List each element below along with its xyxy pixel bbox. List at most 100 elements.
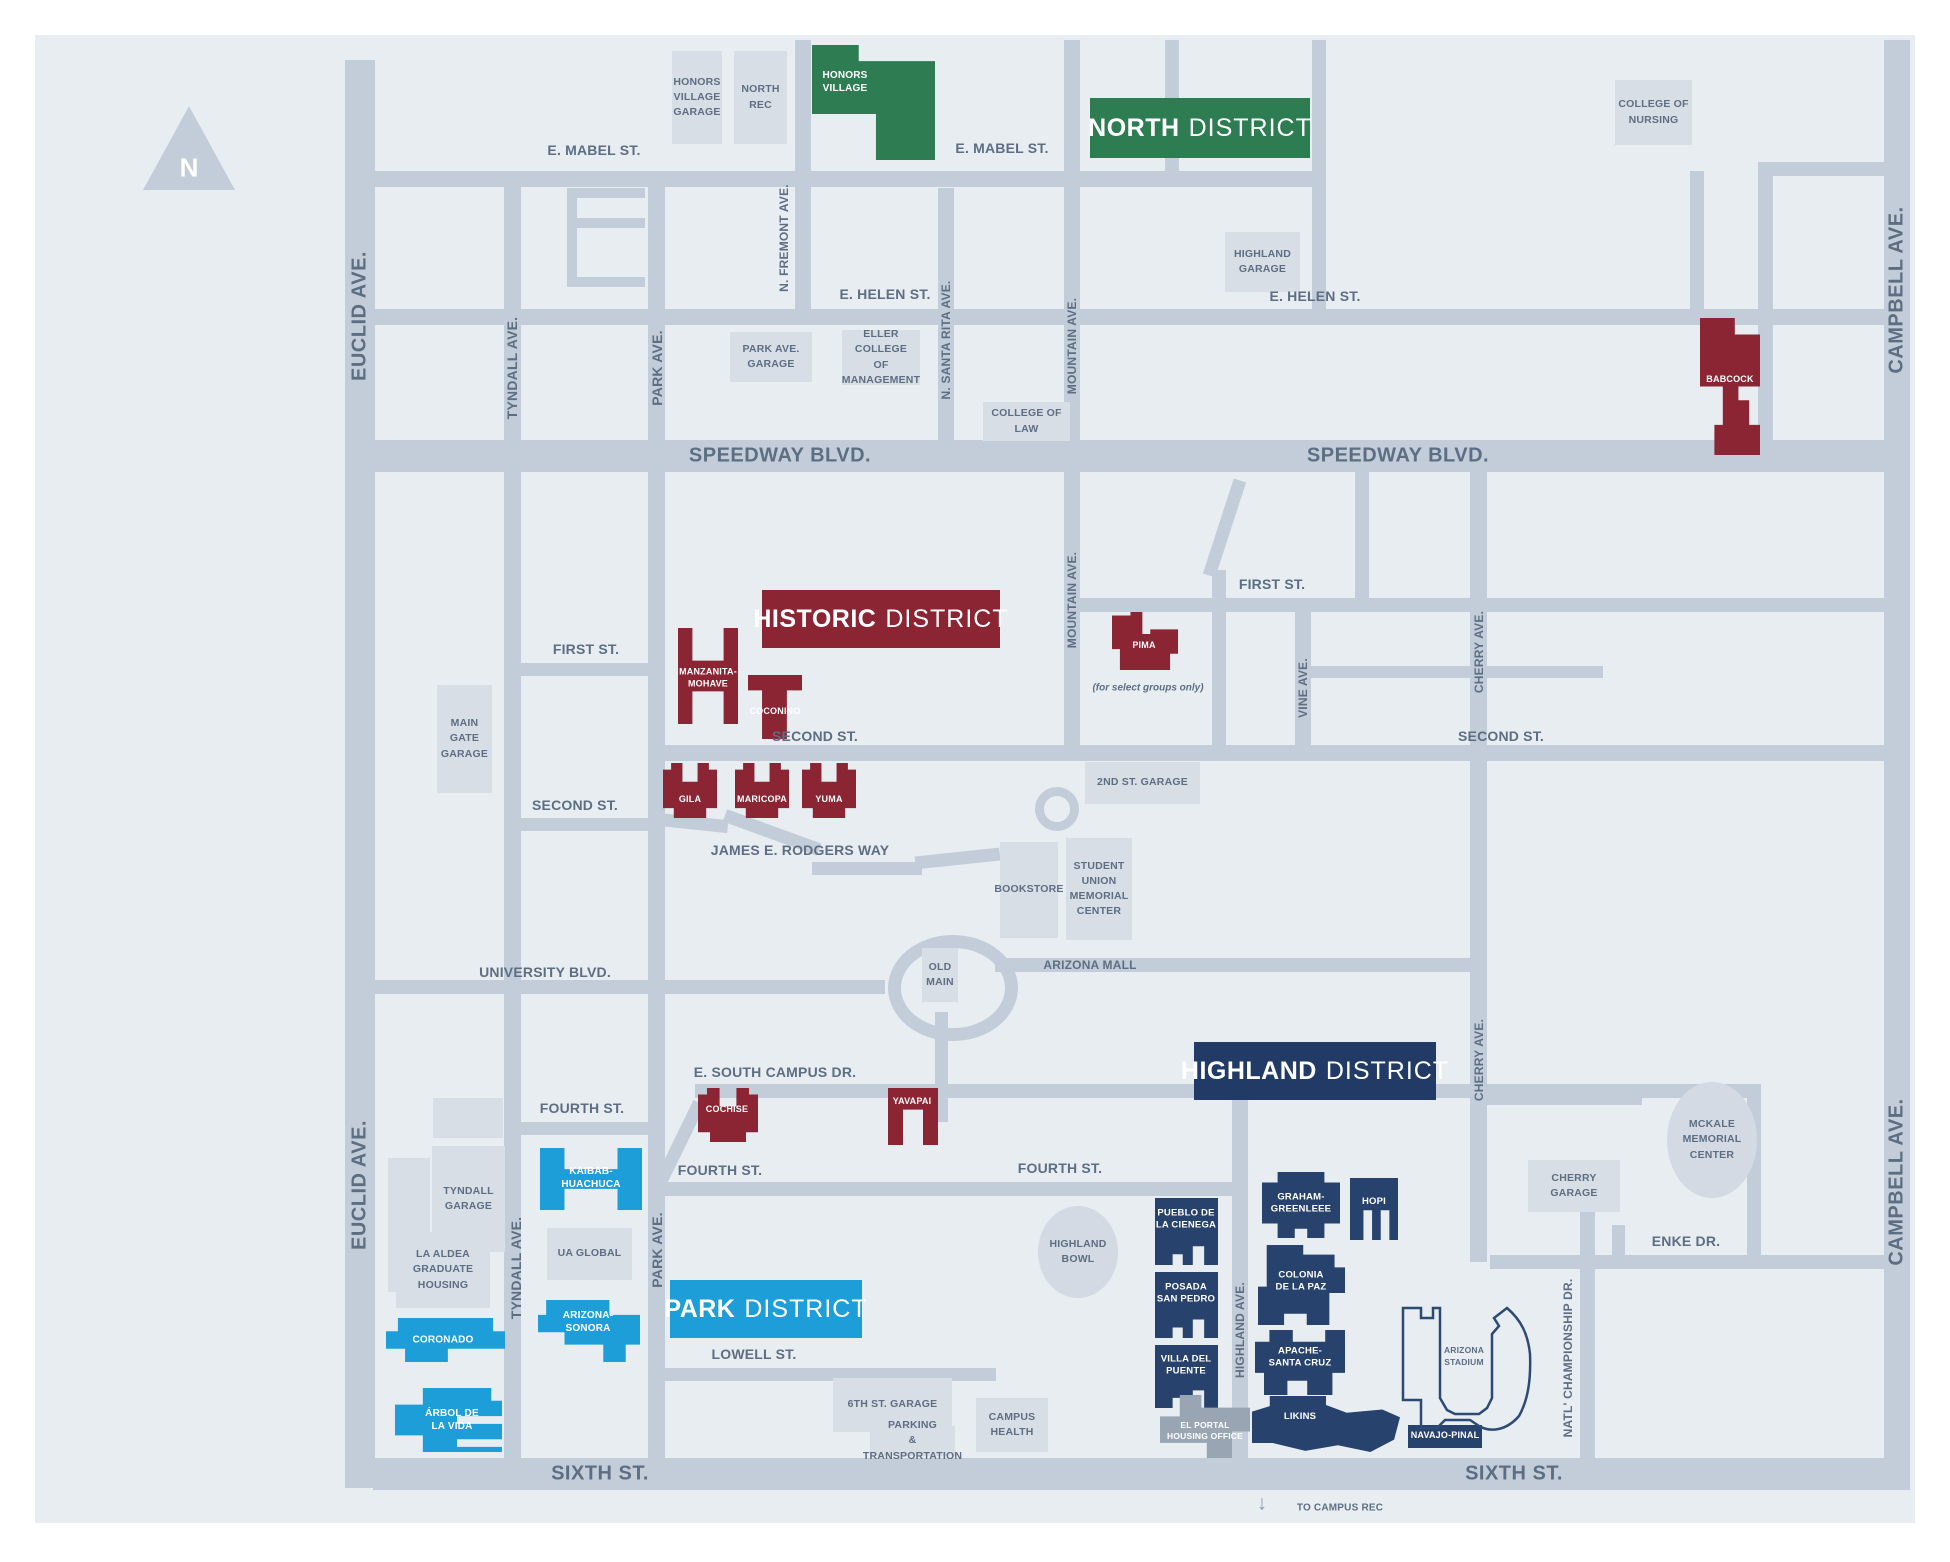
label-south-campus-dr: E. SOUTH CAMPUS DR. [693, 1064, 857, 1080]
label-sixth-east: SIXTH ST. [1465, 1462, 1563, 1485]
gila [663, 763, 717, 818]
road-e-helen-st [373, 309, 1884, 325]
highland-garage: HIGHLAND GARAGE [1225, 232, 1300, 292]
arbol-de-la-vida-label: ÁRBOL DE LA VIDA [425, 1408, 479, 1432]
student-union-memorial-center: STUDENT UNION MEMORIAL CENTER [1066, 838, 1132, 940]
pima-label: PIMA [1132, 640, 1156, 651]
highland-district-banner-light: DISTRICT [1325, 1056, 1450, 1085]
road-block-loop-bottom [567, 277, 645, 287]
road-university-blvd [373, 980, 885, 994]
road-n-santa-rita-ave [938, 188, 954, 440]
road-arizona-mall [995, 958, 1473, 972]
highland-garage-label: HIGHLAND GARAGE [1233, 247, 1291, 275]
road-n-fremont-ave [795, 40, 811, 309]
label-park-south: PARK AVE. [649, 1212, 665, 1288]
likins [1252, 1396, 1400, 1452]
road-midblock-east [1295, 666, 1603, 678]
yavapai-label: YAVAPAI [892, 1096, 932, 1107]
north-rec: NORTH REC [734, 51, 787, 144]
north-district-banner-bold: NORTH [1088, 113, 1180, 142]
posada-san-pedro-label: POSADA SAN PEDRO [1156, 1281, 1216, 1305]
road-sixth-st [373, 1458, 1910, 1490]
navajo-pinal [1408, 1425, 1482, 1448]
bookstore: BOOKSTORE [994, 842, 1063, 938]
label-speedway-west: SPEEDWAY BLVD. [688, 444, 872, 467]
highland-bowl: HIGHLAND BOWL [1038, 1206, 1118, 1298]
ua-global: UA GLOBAL [547, 1228, 632, 1280]
highland-bowl-label: HIGHLAND BOWL [1049, 1237, 1107, 1265]
small-gray-west [433, 1098, 503, 1138]
road-ne-top [1758, 162, 1886, 176]
road-speedway-blvd [373, 440, 1910, 472]
road-second-st-west [504, 818, 652, 831]
historic-district-banner-light: DISTRICT [885, 604, 1009, 633]
road-v-mid2 [1355, 472, 1369, 602]
label-fourth-west: FOURTH ST. [539, 1100, 625, 1116]
babcock [1700, 318, 1760, 455]
tyndall-garage-label: TYNDALL GARAGE [443, 1184, 494, 1212]
label-enke-dr: ENKE DR. [1651, 1233, 1721, 1249]
campus-health: CAMPUS HEALTH [976, 1398, 1048, 1452]
college-of-nursing: COLLEGE OF NURSING [1615, 80, 1692, 145]
label-second-east: SECOND ST. [1457, 728, 1545, 744]
label-speedway-east: SPEEDWAY BLVD. [1306, 444, 1490, 467]
campus-rec-label: TO CAMPUS REC [1296, 1502, 1384, 1514]
road-campbell-ave [1884, 40, 1910, 1488]
road-natl-championship-dr [1580, 1200, 1595, 1458]
road-fourth-st-west [504, 1122, 662, 1135]
highland-district-banner-bold: HIGHLAND [1180, 1056, 1317, 1085]
eller-college-label: ELLER COLLEGE OF MANAGEMENT [841, 328, 921, 386]
label-park-north: PARK AVE. [649, 330, 665, 406]
compass-north-icon [143, 106, 235, 190]
honors-village-garage: HONORS VILLAGE GARAGE [672, 51, 722, 144]
honors-village [812, 45, 935, 160]
arizona-sonora-label: ARIZONA- SONORA [562, 1310, 614, 1334]
label-e-mabel-west: E. MABEL ST. [547, 142, 641, 158]
label-e-mabel-east: E. MABEL ST. [955, 140, 1049, 156]
label-n-santa-rita: N. SANTA RITA AVE. [939, 280, 953, 400]
road-second-st-main [660, 745, 1910, 761]
second-st-garage-label: 2ND ST. GARAGE [1097, 776, 1188, 789]
label-first-west: FIRST ST. [552, 641, 620, 657]
label-cherry-south: CHERRY AVE. [1472, 1018, 1486, 1102]
cochise-label: COCHISE [705, 1104, 749, 1115]
label-mountain-north: MOUNTAIN AVE. [1065, 297, 1079, 395]
road-highland-ave [1232, 1098, 1248, 1458]
road-euclid-ave [345, 60, 375, 1488]
label-second-west: SECOND ST. [531, 797, 619, 813]
college-of-law-label: COLLEGE OF LAW [991, 407, 1062, 435]
historic-district-banner-bold: HISTORIC [753, 604, 877, 633]
park-district-banner-bold: PARK [664, 1294, 736, 1323]
hopi [1350, 1178, 1398, 1240]
label-sixth-west: SIXTH ST. [551, 1462, 649, 1485]
road-v-mid1 [1212, 570, 1226, 745]
highland-district-banner: HIGHLAND DISTRICT [1181, 1042, 1448, 1100]
road-block-loop-left [567, 188, 577, 287]
arizona-stadium-label: ARIZONA STADIUM [1443, 1345, 1485, 1368]
campus-health-label: CAMPUS HEALTH [988, 1410, 1036, 1438]
label-arizona-mall: ARIZONA MALL [1043, 958, 1137, 972]
la-aldea-graduate-housing: LA ALDEA GRADUATE HOUSING [396, 1232, 490, 1308]
manzanita-mohave-label: MANZANITA- MOHAVE [679, 666, 737, 688]
park-ave-garage-label: PARK AVE. GARAGE [742, 342, 800, 370]
road-rodgers-3 [812, 862, 922, 875]
north-district-banner-light: DISTRICT [1188, 113, 1312, 142]
park-ave-garage: PARK AVE. GARAGE [730, 332, 812, 382]
label-second-mid: SECOND ST. [771, 728, 859, 744]
road-diag-speedway-first [1202, 478, 1247, 578]
label-tyndall-north: TYNDALL AVE. [504, 316, 520, 420]
label-fourth-mid: FOURTH ST. [677, 1162, 763, 1178]
bookstore-label: BOOKSTORE [994, 883, 1064, 896]
second-st-garage: 2ND ST. GARAGE [1085, 762, 1200, 804]
north-rec-label: NORTH REC [741, 83, 780, 111]
label-mountain-south: MOUNTAIN AVE. [1065, 551, 1079, 649]
likins-label: LIKINS [1283, 1410, 1317, 1422]
parking-transportation: PARKING & TRANSPORTATION [863, 1419, 962, 1461]
road-block-loop-top [567, 188, 645, 198]
yuma [802, 763, 856, 818]
road-vine-ave [1295, 612, 1311, 745]
label-fourth-east: FOURTH ST. [1017, 1160, 1103, 1176]
road-block-loop-mid [567, 218, 645, 228]
